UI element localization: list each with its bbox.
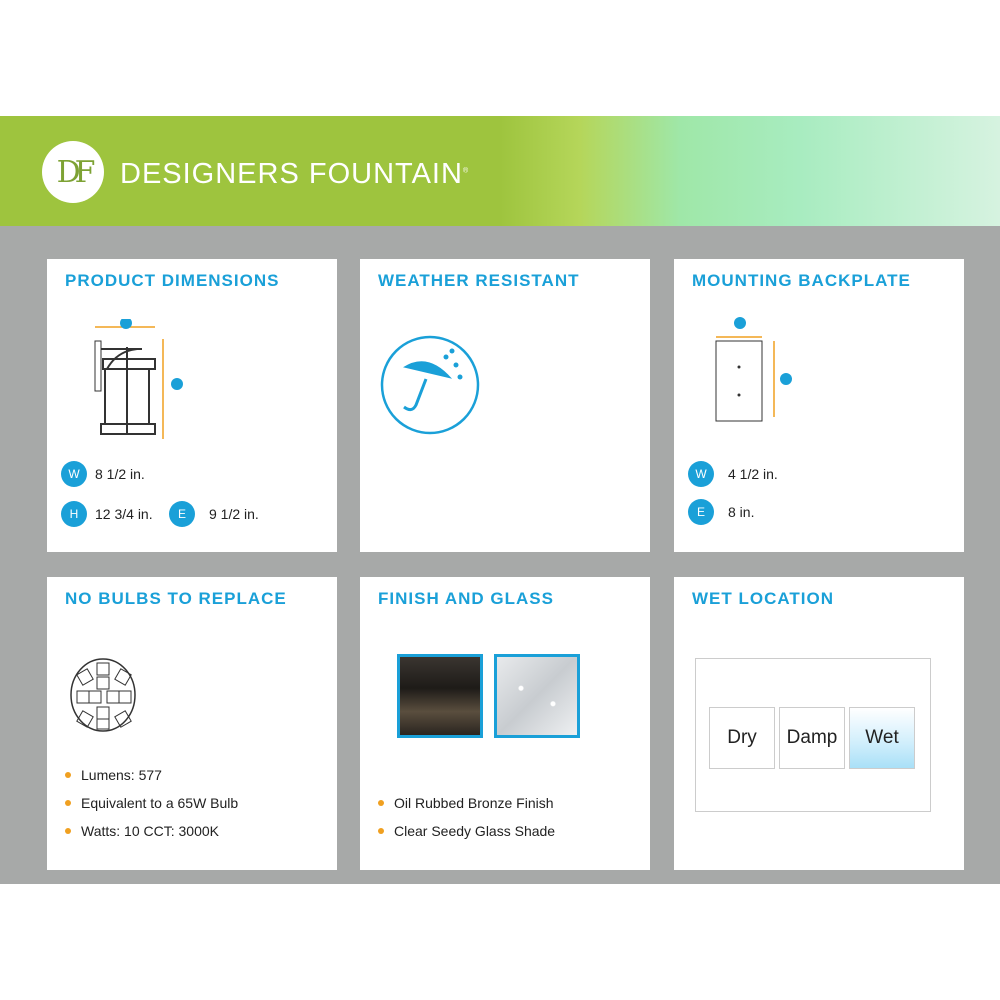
card-title: MOUNTING BACKPLATE [692, 271, 911, 290]
extension-dimension: E 9 1/2 in. [169, 501, 259, 527]
bullet-icon [65, 772, 71, 778]
spec-item: Watts: 10 CCT: 3000K [65, 823, 219, 839]
height-badge: H [61, 501, 87, 527]
card-title: FINISH AND GLASS [378, 589, 554, 608]
brand-name-text: DESIGNERS FOUNTAIN [120, 158, 463, 190]
spec-text: Oil Rubbed Bronze Finish [394, 795, 554, 811]
width-badge: W [688, 461, 714, 487]
umbrella-rain-icon [380, 335, 480, 435]
spec-item: Lumens: 577 [65, 767, 162, 783]
extension-value: 9 1/2 in. [209, 506, 259, 522]
width-badge: W [61, 461, 87, 487]
spec-item: Oil Rubbed Bronze Finish [378, 795, 554, 811]
width-dimension: W 4 1/2 in. [688, 461, 778, 487]
card-finish-glass: FINISH AND GLASS Oil Rubbed Bronze Finis… [360, 577, 650, 870]
location-rating-panel [695, 658, 931, 812]
height-dimension: H 12 3/4 in. [61, 501, 153, 527]
spec-item: Clear Seedy Glass Shade [378, 823, 555, 839]
spec-text: Watts: 10 CCT: 3000K [81, 823, 219, 839]
card-wet-location: WET LOCATION Dry Damp Wet [674, 577, 964, 870]
seedy-glass-swatch [494, 654, 580, 738]
backplate-diagram-icon [715, 317, 792, 422]
bullet-icon [65, 828, 71, 834]
extension-badge: E [688, 499, 714, 525]
bronze-finish-swatch [397, 654, 483, 738]
card-title: PRODUCT DIMENSIONS [65, 271, 280, 290]
extension-badge: E [169, 501, 195, 527]
bullet-icon [65, 800, 71, 806]
registered-mark: ® [462, 167, 470, 175]
card-title: WEATHER RESISTANT [378, 271, 580, 290]
width-dimension: W 8 1/2 in. [61, 461, 145, 487]
bullet-icon [378, 800, 384, 806]
card-mounting-backplate: MOUNTING BACKPLATE W 4 1/2 in. E 8 in. [674, 259, 964, 552]
spec-text: Lumens: 577 [81, 767, 162, 783]
brand-banner: DF DESIGNERS FOUNTAIN® [0, 116, 1000, 226]
location-dry: Dry [709, 707, 775, 769]
led-module-icon [70, 658, 136, 732]
location-damp: Damp [779, 707, 845, 769]
card-weather-resistant: WEATHER RESISTANT [360, 259, 650, 552]
extension-dimension: E 8 in. [688, 499, 754, 525]
height-value: 12 3/4 in. [95, 506, 153, 522]
width-value: 8 1/2 in. [95, 466, 145, 482]
spec-text: Equivalent to a 65W Bulb [81, 795, 239, 811]
spec-text: Clear Seedy Glass Shade [394, 823, 556, 839]
card-title: WET LOCATION [692, 589, 834, 608]
spec-item: Equivalent to a 65W Bulb [65, 795, 238, 811]
card-title: NO BULBS TO REPLACE [65, 589, 287, 608]
brand-logo: DF [42, 141, 104, 203]
lantern-diagram-icon [94, 319, 183, 439]
brand-name: DESIGNERS FOUNTAIN® [120, 158, 469, 191]
card-product-dimensions: PRODUCT DIMENSIONS W 8 1/2 in. H 12 3/4 in… [47, 259, 337, 552]
width-value: 4 1/2 in. [728, 466, 778, 482]
bullet-icon [378, 828, 384, 834]
location-wet-selected: Wet [849, 707, 915, 769]
card-no-bulbs: NO BULBS TO REPLACE Lumens: 577 Equivale… [47, 577, 337, 870]
extension-value: 8 in. [728, 504, 755, 520]
